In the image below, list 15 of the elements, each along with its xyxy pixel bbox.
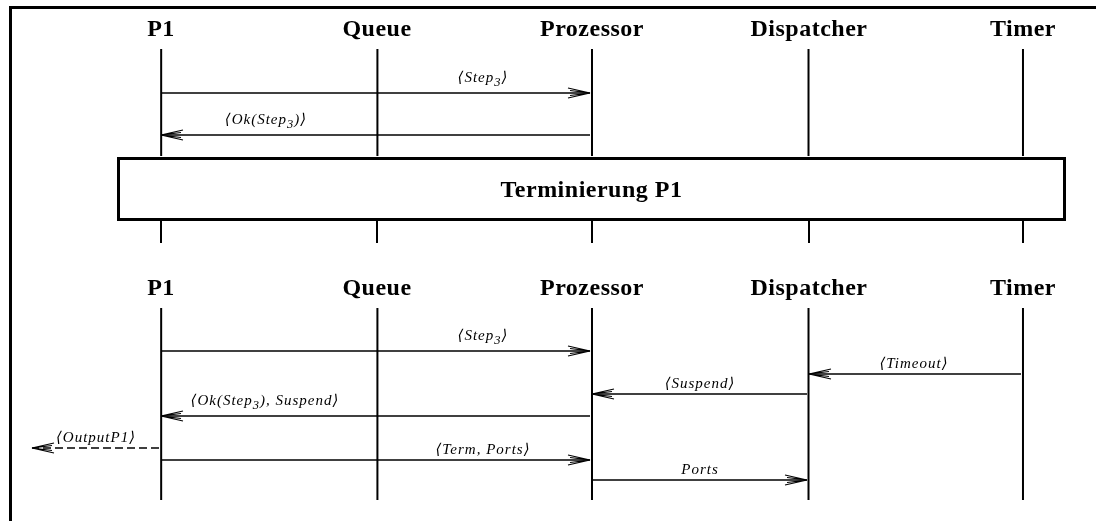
participant-name: Timer	[990, 14, 1056, 42]
edge-label: ⟨OutputP1⟩	[55, 429, 137, 446]
participant-name: Queue	[342, 273, 412, 301]
participant-name: Dispatcher	[750, 14, 868, 42]
participant-name: Dispatcher	[750, 273, 868, 301]
participant-name: Queue	[342, 14, 412, 42]
participant-name: P1	[147, 273, 175, 301]
fragment-box	[117, 157, 1066, 221]
edge-label: ⟨Term, Ports⟩	[434, 441, 532, 458]
participant-name: P1	[147, 14, 175, 42]
edge-label: ⟨Timeout⟩	[878, 355, 950, 372]
participant-name: Prozessor	[540, 14, 644, 42]
participant-name: Prozessor	[540, 273, 644, 301]
participant-name: Timer	[990, 273, 1056, 301]
fragment-title: Terminierung P1	[500, 175, 683, 203]
